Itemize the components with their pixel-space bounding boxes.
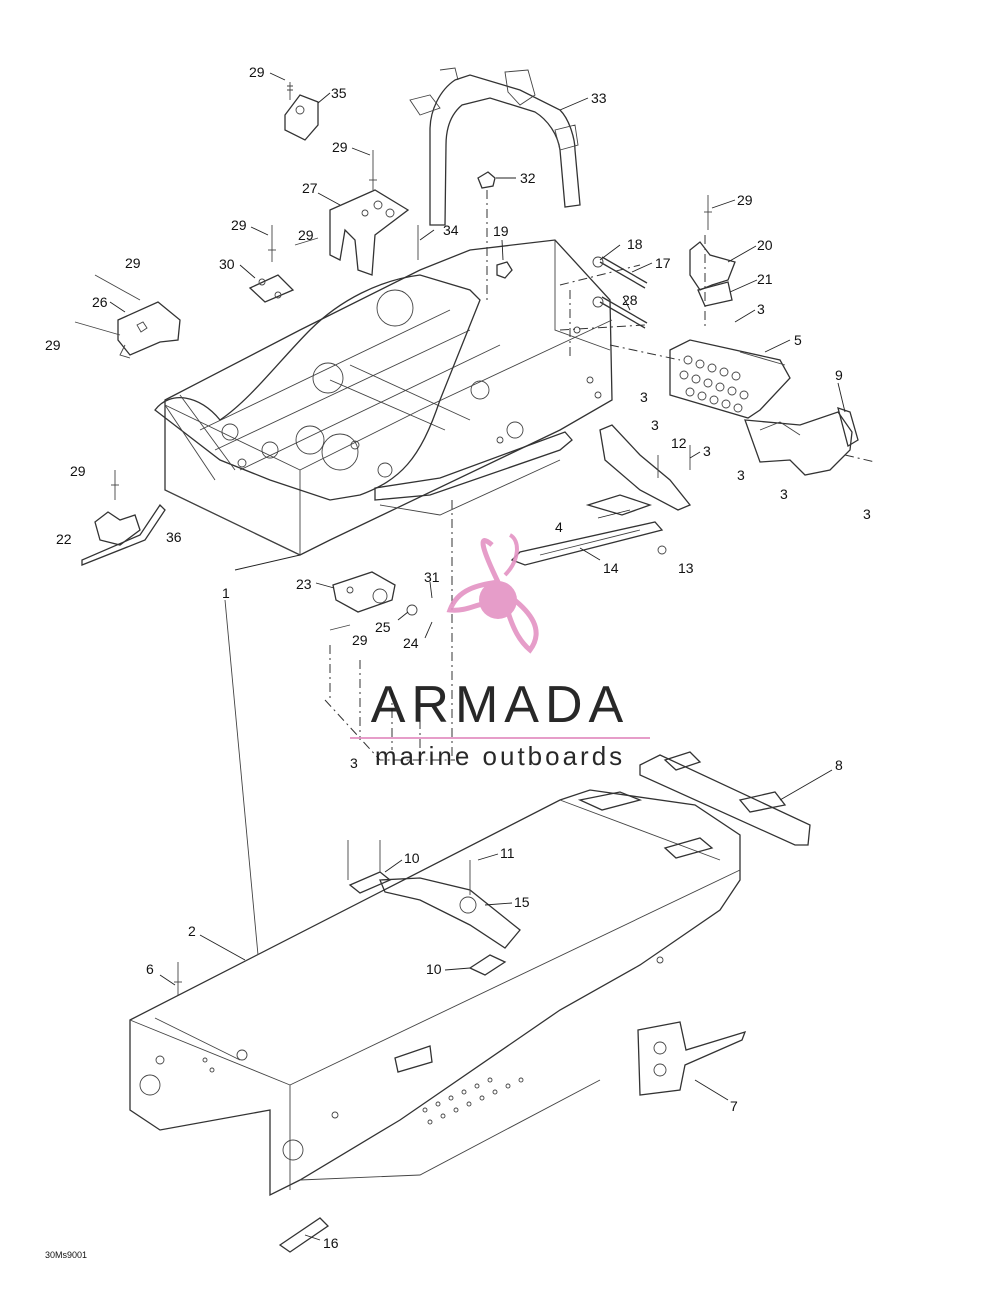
part-label: 8 <box>835 757 843 773</box>
part-label: 29 <box>332 139 348 155</box>
part-label: 3 <box>703 443 711 459</box>
hinge-part-23 <box>329 571 418 631</box>
part-label: 25 <box>375 619 391 635</box>
part-label: 3 <box>651 417 659 433</box>
part-label: 29 <box>231 217 247 233</box>
part-label: 29 <box>352 632 368 648</box>
part-label: 19 <box>493 223 509 239</box>
bracket-part-30 <box>248 274 295 303</box>
arm-part-15 <box>379 860 521 949</box>
part-label: 22 <box>56 531 72 547</box>
diagram-code: 30Ms9001 <box>45 1250 87 1260</box>
part-label: 29 <box>70 463 86 479</box>
part-label: 5 <box>794 332 802 348</box>
part-label: 26 <box>92 294 108 310</box>
part-label: 29 <box>125 255 141 271</box>
bracket-part-22 <box>81 503 166 566</box>
pin-part-16 <box>278 1217 330 1253</box>
bumper-part-8 <box>639 751 811 846</box>
part-label: 10 <box>404 850 420 866</box>
bracket-part-20-21 <box>689 235 736 330</box>
nut-part-19 <box>496 261 513 279</box>
bolt-part-17 <box>592 256 648 289</box>
part-label: 3 <box>640 389 648 405</box>
part-label: 3 <box>757 301 765 317</box>
upper-frame-part-1 <box>154 239 646 556</box>
part-label: 28 <box>622 292 638 308</box>
part-label: 30 <box>219 256 235 272</box>
mount-part-10-upper <box>347 840 392 894</box>
part-label: 17 <box>655 255 671 271</box>
part-label: 31 <box>424 569 440 585</box>
part-label: 15 <box>514 894 530 910</box>
bracket-part-35 <box>284 82 319 141</box>
part-label: 29 <box>45 337 61 353</box>
part-label: 3 <box>863 506 871 522</box>
part-label: 36 <box>166 529 182 545</box>
part-label: 7 <box>730 1098 738 1114</box>
part-label: 16 <box>323 1235 339 1251</box>
part-label: 29 <box>249 64 265 80</box>
footrest-part-5 <box>609 339 791 419</box>
part-label: 1 <box>222 585 230 601</box>
part-label: 2 <box>188 923 196 939</box>
nut-part-32 <box>477 171 496 189</box>
part-label: 10 <box>426 961 442 977</box>
rivet-part-6 <box>174 962 182 995</box>
part-label: 29 <box>298 227 314 243</box>
part-labels: 29 35 33 29 32 27 29 29 34 19 18 17 29 2… <box>45 64 871 1251</box>
bolt-part-28 <box>592 296 648 329</box>
watermark-brand: ARMADA <box>371 676 629 734</box>
part-label: 20 <box>757 237 773 253</box>
part-label: 12 <box>671 435 687 451</box>
part-label: 3 <box>780 486 788 502</box>
part-label: 34 <box>443 222 459 238</box>
part-label: 35 <box>331 85 347 101</box>
callout-leaders <box>109 72 846 1241</box>
plate-part-7 <box>637 1021 747 1096</box>
part-label: 11 <box>500 845 515 861</box>
part-label: 4 <box>555 519 563 535</box>
part-label: 14 <box>603 560 619 576</box>
part-label: 9 <box>835 367 843 383</box>
propeller-logo-icon <box>446 533 539 654</box>
mount-part-10-lower <box>468 954 507 976</box>
part-label: 29 <box>737 192 753 208</box>
tunnel-part-2 <box>129 789 741 1197</box>
bolt-part-29-group <box>111 150 712 500</box>
part-label: 21 <box>757 271 773 287</box>
part-label: 3 <box>737 467 745 483</box>
guard-part-9 <box>744 407 876 476</box>
handlebar-part-33 <box>409 67 581 226</box>
part-label: 27 <box>302 180 318 196</box>
plate-part-26 <box>74 274 181 359</box>
part-label: 32 <box>520 170 536 186</box>
part-label: 6 <box>146 961 154 977</box>
part-label: 23 <box>296 576 312 592</box>
part-label: 24 <box>403 635 419 651</box>
part-label: 3 <box>350 755 358 771</box>
part-label: 33 <box>591 90 607 106</box>
support-part-27 <box>329 189 410 276</box>
part-label: 18 <box>627 236 643 252</box>
watermark-tagline: marine outboards <box>375 741 625 771</box>
part-label: 13 <box>678 560 694 576</box>
bar-part-14 <box>510 521 667 566</box>
watermark: ARMADA marine outboards <box>350 533 650 771</box>
